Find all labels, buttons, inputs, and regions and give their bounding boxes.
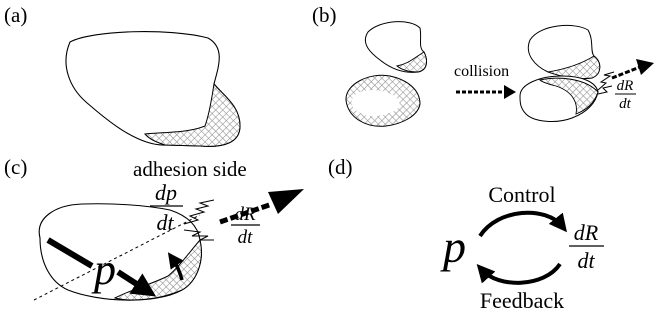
dp-numerator: dp <box>155 180 177 205</box>
rate-arrow-b <box>611 59 654 80</box>
p-arrow-icon <box>116 269 157 297</box>
panel-b-label: (b) <box>312 3 337 27</box>
rate-numerator-b: dR <box>617 78 634 94</box>
cell-shape-a <box>65 31 241 147</box>
rate-fraction-d: dR dt <box>569 220 604 273</box>
rate-arrow-c <box>219 189 304 225</box>
rate-denominator-b: dt <box>619 96 632 112</box>
dp-fraction: dp dt <box>150 180 183 235</box>
dp-denominator: dt <box>156 210 174 235</box>
panel-a: (a) adhesion side <box>4 3 247 181</box>
rate-fraction-c: dR dt <box>231 204 260 248</box>
rate-numerator-c: dR <box>234 204 256 225</box>
cell-lower-after <box>519 75 599 122</box>
panel-d-label: (d) <box>328 155 353 179</box>
spark-icon <box>597 71 615 95</box>
collision-text: collision <box>454 63 509 80</box>
panel-d: (d) Control Feedback p dR dt <box>328 155 604 313</box>
cell-lower-before <box>345 74 421 127</box>
rate-numerator-d: dR <box>574 220 599 245</box>
polarity-p-c: p <box>91 245 116 294</box>
cell-upper-after <box>527 24 601 79</box>
rate-fraction-b: dR dt <box>615 78 636 112</box>
panel-c-label: (c) <box>4 155 27 179</box>
rate-denominator-c: dt <box>238 227 254 248</box>
spark-icon <box>183 199 215 241</box>
feedback-arrow-icon <box>476 262 562 285</box>
panel-c: (c) p dp dt dR dt <box>4 155 304 301</box>
p-shaft <box>46 237 94 269</box>
polarity-p-d: p <box>440 221 466 272</box>
cell-upper-before <box>364 21 427 73</box>
adhesion-side-caption: adhesion side <box>133 157 247 181</box>
feedback-text: Feedback <box>480 288 564 313</box>
panel-a-label: (a) <box>4 3 27 27</box>
polarity-axis <box>33 214 201 301</box>
control-arrow-icon <box>478 210 568 238</box>
panel-b: (b) collision <box>312 3 654 127</box>
dashed-arrow-icon <box>456 85 516 99</box>
rate-denominator-d: dt <box>577 248 595 273</box>
control-text: Control <box>488 182 555 207</box>
curved-arrow-icon <box>167 252 184 281</box>
